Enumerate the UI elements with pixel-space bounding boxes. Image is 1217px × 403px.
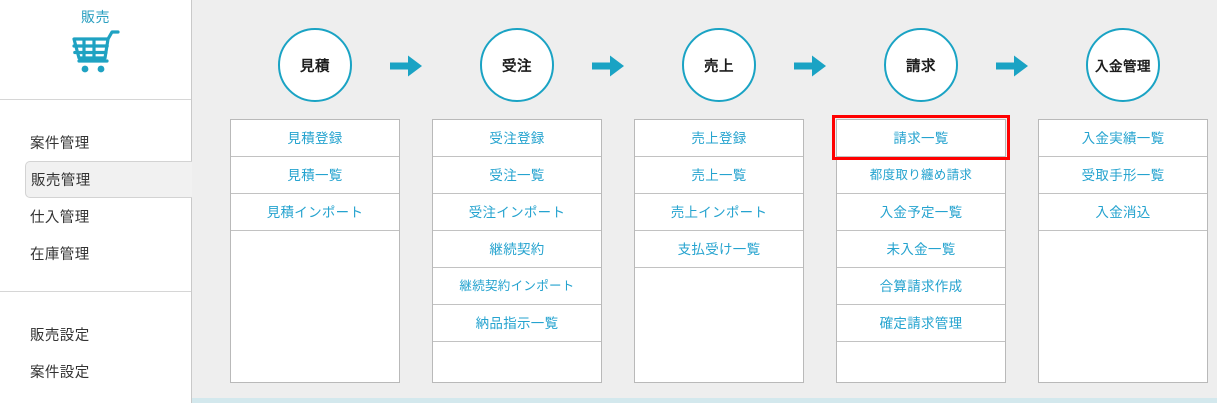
menu-item[interactable]: 支払受け一覧: [635, 231, 803, 268]
menu-item[interactable]: 入金消込: [1039, 194, 1207, 231]
cart-wheel-right-icon: [97, 65, 104, 73]
sidebar-brand-title: 販売: [81, 9, 110, 25]
workflow-node-label: 売上: [704, 58, 734, 75]
menu-item[interactable]: 見積一覧: [231, 157, 399, 194]
cart-wheel-left-icon: [81, 65, 88, 73]
menu-box-empty-area: [231, 231, 399, 382]
menu-item[interactable]: 受注インポート: [433, 194, 601, 231]
arrow-right-icon: [996, 55, 1028, 77]
menu-item[interactable]: 入金予定一覧: [837, 194, 1005, 231]
workflow-column-4: 請求請求一覧都度取り纏め請求入金予定一覧未入金一覧合算請求作成確定請求管理: [836, 0, 1006, 398]
main-content: 見積見積登録見積一覧見積インポート受注受注登録受注一覧受注インポート継続契約継続…: [192, 0, 1217, 403]
menu-item[interactable]: 合算請求作成: [837, 268, 1005, 305]
arrow-right-icon: [390, 55, 422, 77]
menu-item[interactable]: 売上一覧: [635, 157, 803, 194]
sales-workflow-diagram: 見積見積登録見積一覧見積インポート受注受注登録受注一覧受注インポート継続契約継続…: [192, 0, 1217, 398]
sidebar-item-purchase-management[interactable]: 仕入管理: [0, 198, 191, 235]
menu-box-empty-area: [433, 342, 601, 382]
menu-item[interactable]: 未入金一覧: [837, 231, 1005, 268]
sidebar-item-project-management[interactable]: 案件管理: [0, 124, 191, 161]
workflow-column-3: 売上売上登録売上一覧売上インポート支払受け一覧: [634, 0, 804, 398]
workflow-node-1[interactable]: 見積: [278, 28, 352, 102]
workflow-menu-box-3: 売上登録売上一覧売上インポート支払受け一覧: [634, 119, 804, 383]
sidebar-item-label: 販売管理: [31, 173, 91, 189]
workflow-node-label: 請求: [906, 58, 936, 75]
workflow-node-label: 受注: [502, 58, 532, 75]
menu-box-empty-area: [1039, 231, 1207, 382]
menu-item[interactable]: 都度取り纏め請求: [837, 157, 1005, 194]
workflow-column-1: 見積見積登録見積一覧見積インポート: [230, 0, 400, 398]
workflow-node-3[interactable]: 売上: [682, 28, 756, 102]
menu-item[interactable]: 見積登録: [231, 120, 399, 157]
menu-item[interactable]: 入金実績一覧: [1039, 120, 1207, 157]
workflow-node-label: 見積: [300, 58, 330, 75]
workflow-node-4[interactable]: 請求: [884, 28, 958, 102]
workflow-node-2[interactable]: 受注: [480, 28, 554, 102]
sidebar-item-label: 仕入管理: [30, 210, 90, 226]
menu-item[interactable]: 受注登録: [433, 120, 601, 157]
sidebar-item-sales-settings[interactable]: 販売設定: [0, 316, 191, 353]
sidebar-item-project-settings[interactable]: 案件設定: [0, 353, 191, 390]
arrow-right-icon: [794, 55, 826, 77]
menu-item[interactable]: 売上インポート: [635, 194, 803, 231]
workflow-menu-box-5: 入金実績一覧受取手形一覧入金消込: [1038, 119, 1208, 383]
menu-item[interactable]: 見積インポート: [231, 194, 399, 231]
workflow-menu-box-2: 受注登録受注一覧受注インポート継続契約継続契約インポート納品指示一覧: [432, 119, 602, 383]
sidebar-group-management: 案件管理 販売管理 仕入管理 在庫管理: [0, 100, 193, 292]
menu-box-empty-area: [635, 268, 803, 382]
menu-box-empty-area: [837, 342, 1005, 382]
sidebar-item-sales-management[interactable]: 販売管理: [25, 161, 193, 198]
workflow-node-label: 入金管理: [1095, 59, 1151, 74]
workflow-column-2: 受注受注登録受注一覧受注インポート継続契約継続契約インポート納品指示一覧: [432, 0, 602, 398]
sidebar-brand: 販売: [0, 0, 191, 100]
menu-item[interactable]: 受取手形一覧: [1039, 157, 1207, 194]
menu-item[interactable]: 確定請求管理: [837, 305, 1005, 342]
sidebar-item-inventory-management[interactable]: 在庫管理: [0, 235, 191, 272]
sidebar-item-label: 在庫管理: [30, 247, 90, 263]
arrow-right-icon: [592, 55, 624, 77]
sidebar-group-settings: 販売設定 案件設定: [0, 292, 191, 390]
menu-item[interactable]: 納品指示一覧: [433, 305, 601, 342]
workflow-node-5[interactable]: 入金管理: [1086, 28, 1160, 102]
sidebar-item-label: 案件管理: [30, 136, 90, 152]
menu-item[interactable]: 継続契約インポート: [433, 268, 601, 305]
workflow-menu-box-4: 請求一覧都度取り纏め請求入金予定一覧未入金一覧合算請求作成確定請求管理: [836, 119, 1006, 383]
menu-item[interactable]: 受注一覧: [433, 157, 601, 194]
sidebar-item-label: 案件設定: [30, 365, 90, 381]
menu-item[interactable]: 売上登録: [635, 120, 803, 157]
sidebar: 販売 案件管理 販売管理: [0, 0, 193, 403]
menu-item[interactable]: 請求一覧: [837, 120, 1005, 157]
menu-item[interactable]: 継続契約: [433, 231, 601, 268]
shopping-cart-icon: [71, 30, 120, 73]
sidebar-item-label: 販売設定: [30, 328, 90, 344]
workflow-column-5: 入金管理入金実績一覧受取手形一覧入金消込: [1038, 0, 1208, 398]
workflow-menu-box-1: 見積登録見積一覧見積インポート: [230, 119, 400, 383]
